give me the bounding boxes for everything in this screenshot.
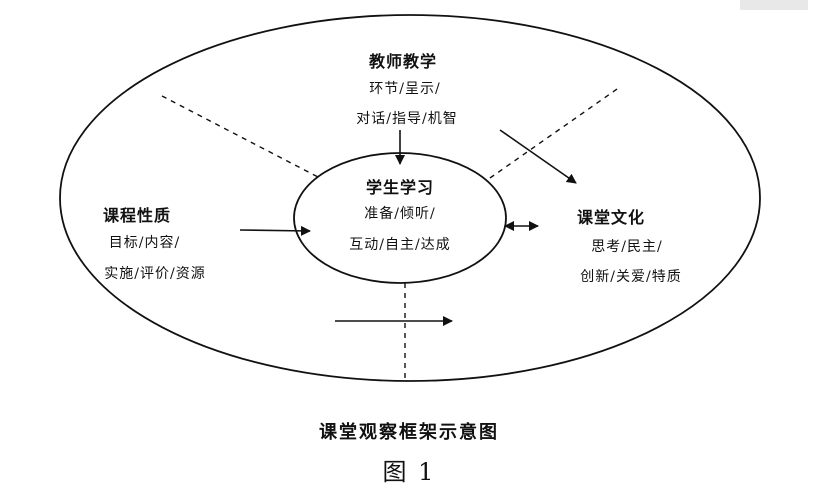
arrow-curriculum-to-student	[239, 225, 311, 236]
teacher-teaching-line1: 环节/呈示/	[369, 81, 441, 97]
outer-ellipse	[59, 14, 761, 382]
student-learning-title: 学生学习	[365, 178, 434, 197]
curriculum-nature-line1: 目标/内容/	[108, 235, 181, 251]
teacher-teaching-line2: 对话/指导/机智	[356, 111, 458, 127]
arrow-teacher-to-culture	[499, 129, 577, 184]
diagram-caption: 课堂观察框架示意图	[319, 422, 499, 443]
divider-upper-left	[161, 95, 319, 178]
curriculum-nature-line2: 实施/评价/资源	[104, 266, 206, 282]
student-learning-line2: 互动/自主/达成	[349, 237, 451, 253]
classroom-culture-line2: 创新/关爱/特质	[580, 269, 682, 285]
scan-artifact	[740, 0, 808, 10]
student-learning-line1: 准备/倾听/	[364, 206, 436, 222]
teacher-teaching-title: 教师教学	[368, 52, 437, 71]
classroom-culture-title: 课堂文化	[576, 208, 645, 227]
classroom-culture-line1: 思考/民主/	[591, 239, 663, 255]
curriculum-nature-title: 课程性质	[102, 206, 171, 225]
divider-upper-right	[489, 86, 621, 179]
figure-label: 图 1	[382, 458, 436, 486]
